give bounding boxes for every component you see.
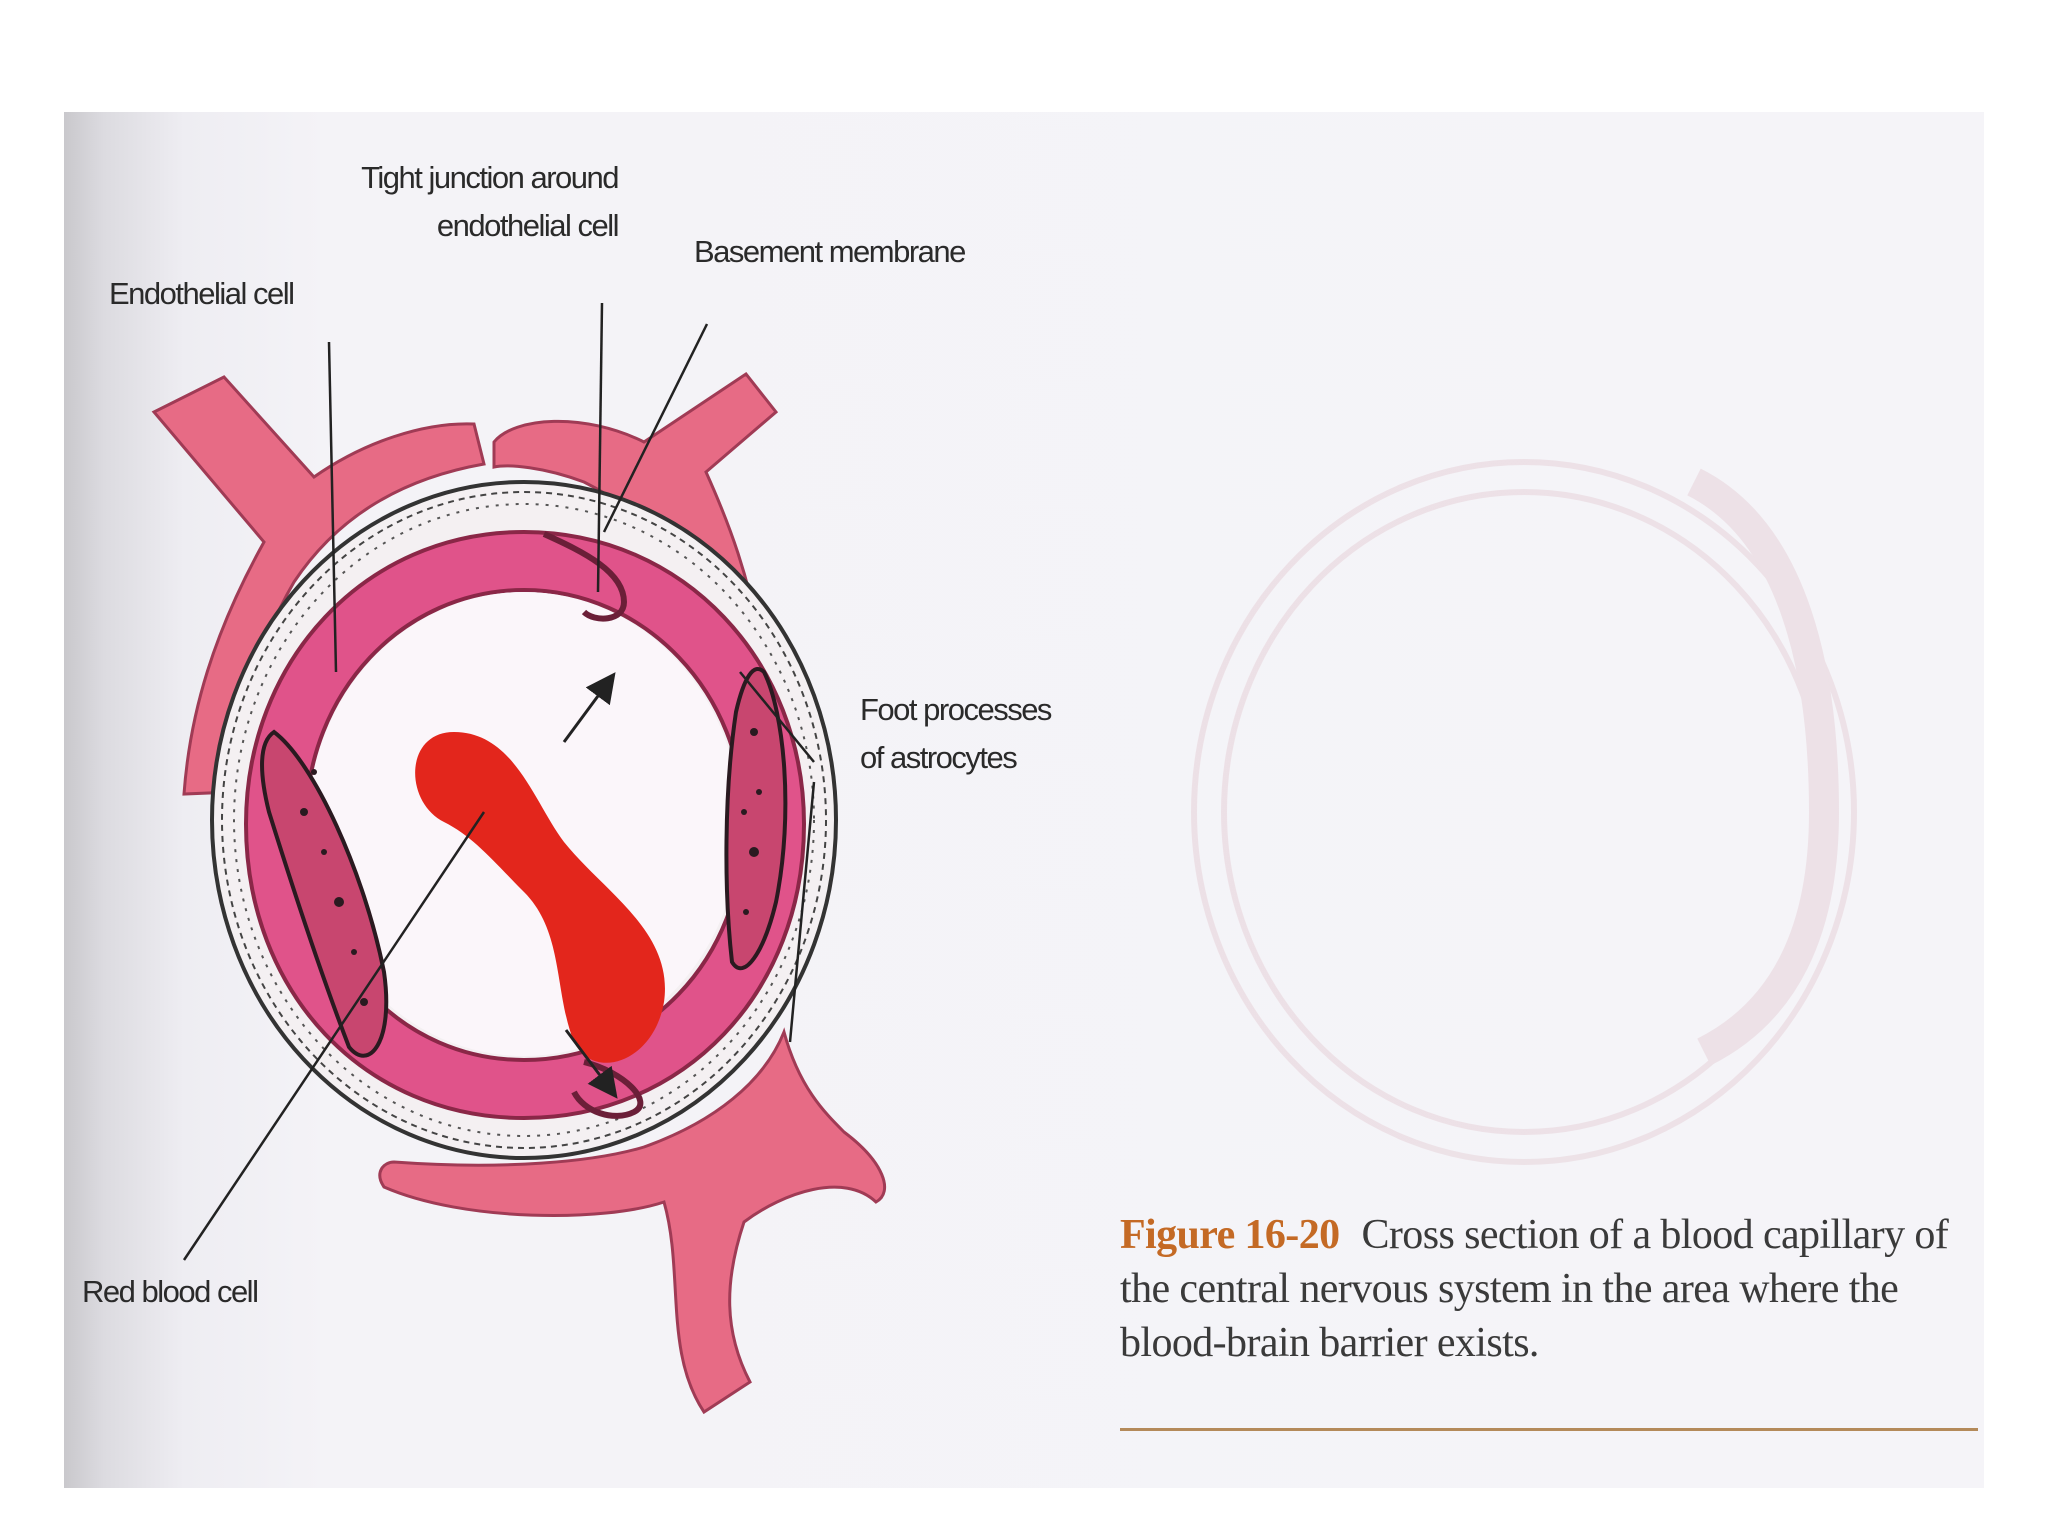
label-tight-junction-line2: endothelial cell — [436, 208, 620, 243]
figure-number: Figure 16-20 — [1120, 1212, 1340, 1258]
caption-text: Cross section of a blood capillary of th… — [1120, 1212, 1949, 1366]
textbook-page: Tight junction around endothelial cell B… — [64, 112, 1984, 1488]
caption-divider — [1120, 1428, 1978, 1431]
label-red-blood-cell: Red blood cell — [82, 1274, 259, 1309]
label-foot-processes: Foot processes of astrocytes — [860, 686, 1052, 782]
label-basement-membrane: Basement membrane — [694, 234, 966, 269]
label-foot-processes-line1: Foot processes — [860, 692, 1052, 727]
capillary-diagram — [151, 302, 1857, 1415]
red-blood-cell — [415, 732, 665, 1063]
nucleus-right — [724, 667, 788, 971]
label-foot-processes-line2: of astrocytes — [860, 740, 1018, 775]
label-tight-junction-line1: Tight junction around — [361, 160, 619, 195]
tight-junction-top — [542, 531, 628, 622]
nucleus-left — [260, 729, 389, 1058]
label-endothelial-cell: Endothelial cell — [109, 276, 295, 311]
bleed-through-ghost — [1191, 459, 1857, 1165]
label-tight-junction: Tight junction around endothelial cell — [310, 154, 620, 250]
